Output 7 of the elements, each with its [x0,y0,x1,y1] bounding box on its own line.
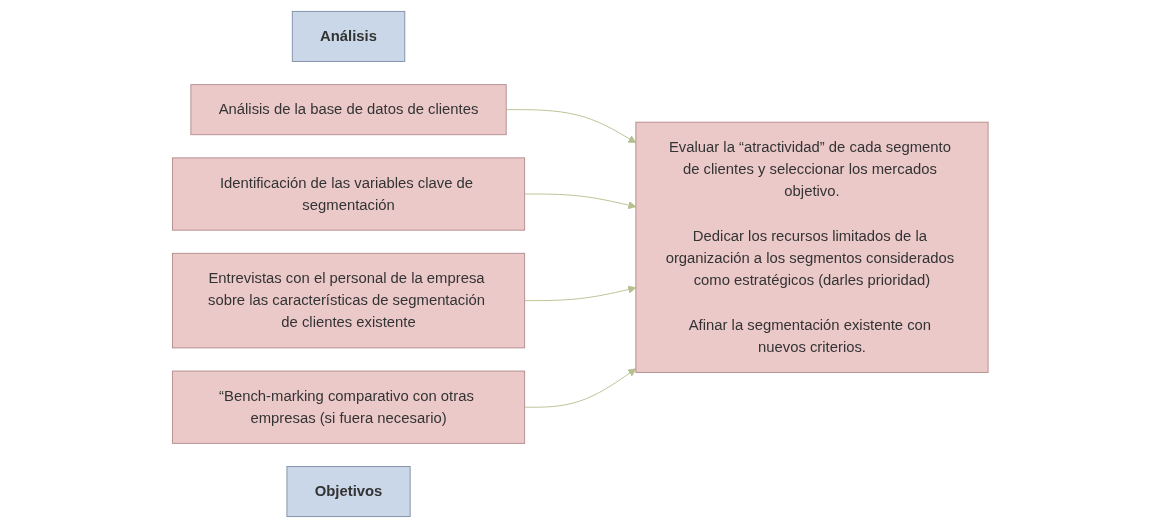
node-box: Objetivos [286,466,411,518]
node-box: Evaluar la “atractividad” de cada segmento de clientes y seleccionar los mercados objetivo. Dedicar los recursos limitados de la organización a los segmentos considerados como estratégicos (darles prioridad) Afinar la segmentación existente con nuevos criterios. [635,121,989,373]
node-box: Identificación de las variables clave de segmentación [171,157,525,231]
node-box: Análisis [291,10,405,62]
node-box: Entrevistas con el personal de la empresa sobre las características de segmentación de clientes existente [171,252,525,349]
node-box: “Bench-marking comparativo con otras empresas (si fuera necesario) [171,370,525,444]
node-box: Análisis de la base de datos de clientes [190,84,507,136]
